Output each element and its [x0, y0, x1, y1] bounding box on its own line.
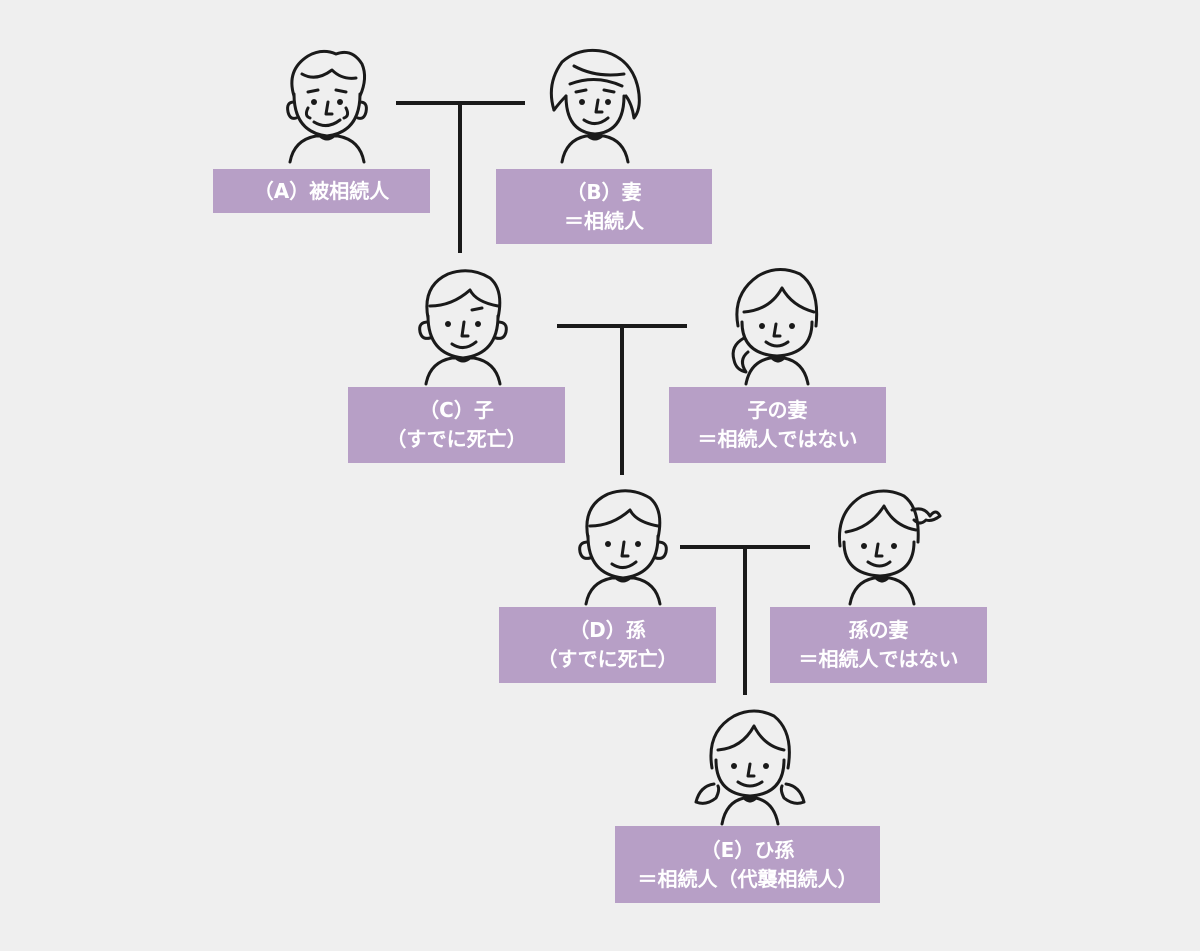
label-b: （B）妻 ＝相続人	[496, 169, 712, 244]
label-e: （E）ひ孫 ＝相続人（代襲相続人）	[615, 826, 880, 903]
label-c: （C）子 （すでに死亡）	[348, 387, 565, 463]
label-c-wife-line1: 子の妻	[747, 398, 808, 422]
label-d-line2: （すでに死亡）	[537, 647, 678, 671]
label-b-line2: ＝相続人	[564, 208, 644, 233]
grandfather-icon	[272, 44, 382, 164]
label-e-line2: ＝相続人（代襲相続人）	[637, 866, 858, 891]
label-d: （D）孫 （すでに死亡）	[499, 607, 716, 683]
label-c-line1: （C）子	[419, 398, 494, 422]
label-d-wife-line1: 孫の妻	[848, 618, 909, 642]
label-a: （A）被相続人	[213, 169, 430, 213]
girl-pigtails-icon	[690, 706, 810, 826]
girl-side-ponytail-icon	[828, 486, 948, 606]
label-d-wife-line2: ＝相続人ではない	[798, 647, 959, 671]
grandmother-icon	[540, 44, 650, 164]
grandson-icon	[568, 486, 678, 606]
label-a-line1: （A）被相続人	[253, 178, 390, 203]
son-icon	[408, 266, 518, 386]
label-c-wife-line2: ＝相続人ではない	[697, 427, 858, 451]
label-c-wife: 子の妻 ＝相続人ではない	[669, 387, 886, 463]
woman-ponytail-icon	[722, 266, 832, 386]
label-b-line1: （B）妻	[566, 179, 642, 204]
label-d-wife: 孫の妻 ＝相続人ではない	[770, 607, 987, 683]
label-d-line1: （D）孫	[569, 618, 646, 642]
label-c-line2: （すでに死亡）	[386, 427, 527, 451]
label-e-line1: （E）ひ孫	[700, 837, 795, 862]
